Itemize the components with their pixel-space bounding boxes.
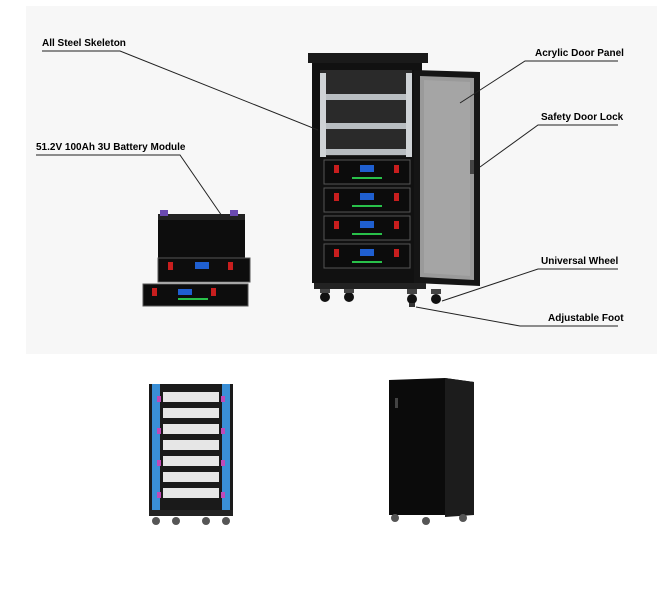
stack-module-bottom — [142, 283, 249, 307]
label-battery-module: 51.2V 100Ah 3U Battery Module — [36, 142, 186, 153]
leader-steel-skeleton — [42, 50, 319, 131]
door-lock — [470, 160, 474, 174]
steel-skeleton — [320, 70, 412, 157]
stack-module-top — [158, 218, 245, 260]
closed-cabinet-view — [389, 378, 474, 525]
battery-module-stack — [142, 210, 251, 307]
leader-lines — [36, 50, 618, 327]
cabinet-wheels — [314, 283, 441, 307]
leader-universal-wheel — [441, 268, 618, 302]
label-universal-wheel: Universal Wheel — [541, 256, 619, 267]
main-rack-cabinet — [308, 53, 480, 307]
adjustable-foot — [409, 303, 415, 307]
leader-battery-module — [36, 154, 223, 217]
label-steel-skeleton: All Steel Skeleton — [42, 38, 126, 49]
rack-battery-modules — [323, 159, 411, 269]
leader-door-lock — [479, 124, 618, 168]
label-door-lock: Safety Door Lock — [541, 112, 624, 123]
leader-adjustable-foot — [415, 306, 618, 327]
label-adjustable-foot: Adjustable Foot — [548, 313, 624, 324]
acrylic-door — [414, 70, 480, 286]
leader-acrylic-door — [459, 60, 618, 104]
skeleton-rack-view — [149, 384, 233, 525]
cabinet-top — [308, 53, 428, 63]
label-acrylic-door: Acrylic Door Panel — [535, 48, 624, 59]
